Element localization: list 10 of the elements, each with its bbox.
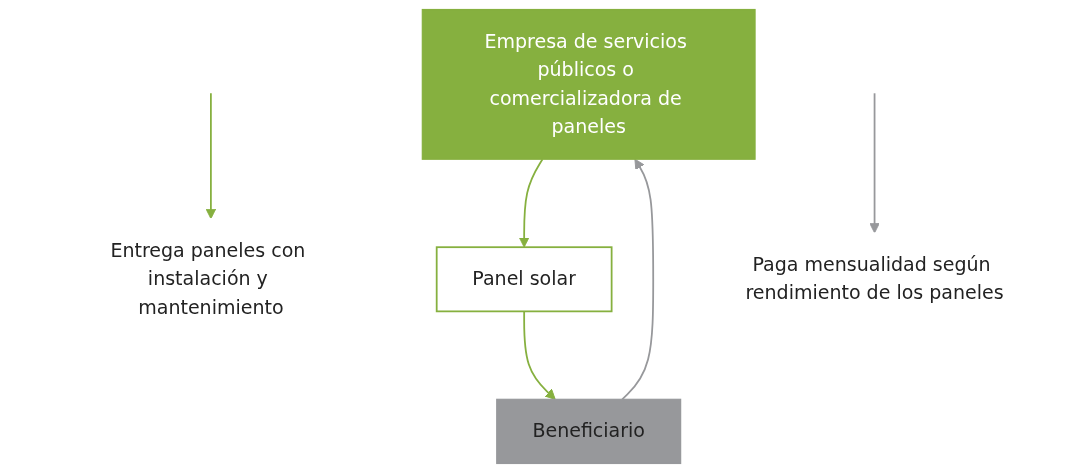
node-box: Beneficiario [496,398,682,465]
arrow [205,92,217,220]
arrow [869,92,881,234]
arrow [519,158,544,248]
node-box: Panel solar [436,246,613,313]
node-text: Entrega paneles con instalación y mantenimiento [110,238,306,319]
arrow [621,158,655,401]
arrow [523,310,556,400]
node-text: Paga mensualidad según rendimiento de los paneles [745,253,1004,305]
node-box: Empresa de servicios públicos o comercializadora de paneles [422,8,756,160]
